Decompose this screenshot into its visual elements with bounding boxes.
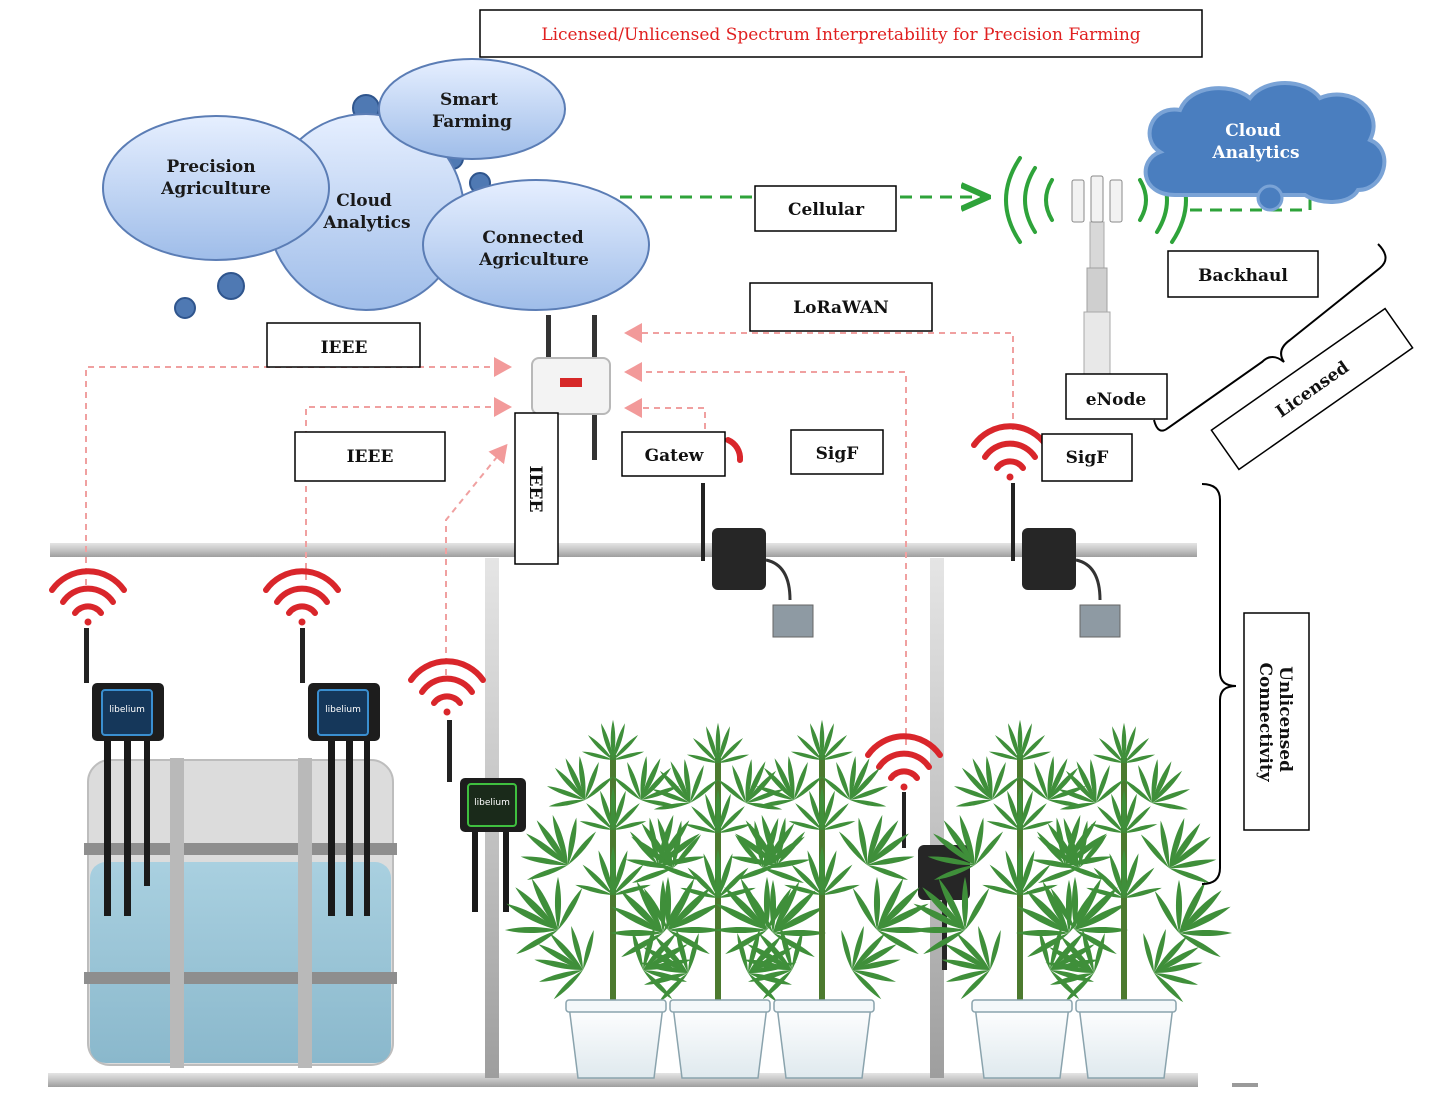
plant-sensor-node bbox=[902, 792, 970, 970]
precision-agriculture-label: Precision Agriculture bbox=[160, 157, 271, 199]
svg-text:Backhaul: Backhaul bbox=[1198, 266, 1288, 286]
thought-cloud bbox=[102, 58, 650, 319]
lorawan-box: LoRaWAN bbox=[749, 282, 933, 332]
bubble-smart-farming bbox=[378, 58, 566, 160]
licensed-brace bbox=[1153, 243, 1387, 432]
ieee-box-mid: IEEE bbox=[294, 431, 446, 482]
cell-tower bbox=[1071, 175, 1123, 403]
svg-text:Cellular: Cellular bbox=[788, 200, 865, 220]
floor-rail-end bbox=[1232, 1083, 1258, 1087]
svg-text:IEEE: IEEE bbox=[525, 466, 545, 513]
cloud-analytics-label: Cloud Analytics bbox=[322, 191, 410, 233]
svg-text:SigF: SigF bbox=[816, 444, 859, 464]
svg-text:Unlicensed Connectivity: Unlicensed Connectivity bbox=[1255, 662, 1295, 782]
licensed-box: Licensed bbox=[1210, 307, 1414, 471]
sigfox-node-left bbox=[701, 483, 814, 638]
svg-text:IEEE: IEEE bbox=[321, 338, 368, 358]
svg-text:eNode: eNode bbox=[1086, 390, 1147, 410]
wifi-icon bbox=[868, 736, 940, 790]
sensor-node-column: libelium bbox=[447, 720, 526, 912]
water-tank bbox=[84, 758, 397, 1068]
wifi-icon bbox=[52, 571, 124, 625]
support-column-right bbox=[930, 558, 944, 1078]
bubble-precision-agriculture bbox=[102, 115, 330, 261]
remote-cloud-label: Cloud Analytics bbox=[1211, 121, 1299, 163]
svg-text:LoRaWAN: LoRaWAN bbox=[793, 298, 889, 318]
wifi-partial-icon bbox=[725, 437, 744, 463]
backhaul-box: Backhaul bbox=[1167, 250, 1319, 298]
sensor-node-tank-right: libelium bbox=[300, 628, 380, 916]
wifi-icon bbox=[266, 571, 338, 625]
backhaul-link bbox=[1190, 195, 1312, 212]
sensor-node-tank-left: libelium bbox=[84, 628, 164, 916]
svg-text:IEEE: IEEE bbox=[347, 447, 394, 467]
unlicensed-brace bbox=[1201, 483, 1237, 885]
ieee-box-vertical: IEEE bbox=[514, 412, 559, 565]
overhead-pipe bbox=[50, 543, 1197, 557]
enode-box: eNode bbox=[1065, 373, 1168, 420]
lora-links bbox=[624, 323, 1014, 745]
svg-text:libelium: libelium bbox=[109, 705, 145, 715]
svg-text:libelium: libelium bbox=[474, 798, 510, 808]
svg-text:libelium: libelium bbox=[325, 705, 361, 715]
sigf-box-right: SigF bbox=[1041, 433, 1133, 482]
diagram-title-box: Licensed/Unlicensed Spectrum Interpretab… bbox=[479, 9, 1203, 58]
svg-text:Gatew: Gatew bbox=[645, 446, 704, 466]
floor-rail bbox=[48, 1073, 1198, 1087]
wifi-icon bbox=[974, 426, 1046, 480]
sigfox-node-right bbox=[1011, 483, 1121, 638]
connected-agriculture-label: Connected Agriculture bbox=[478, 228, 589, 270]
smart-farming-label: Smart Farming bbox=[432, 90, 512, 132]
remote-cloud-icon bbox=[1143, 81, 1387, 212]
ieee-links bbox=[85, 357, 512, 675]
plants bbox=[482, 720, 1255, 1079]
unlicensed-box: Unlicensed Connectivity bbox=[1243, 612, 1310, 831]
bubble-connected-agriculture bbox=[422, 179, 650, 311]
svg-text:SigF: SigF bbox=[1066, 448, 1109, 468]
ieee-box-top: IEEE bbox=[266, 322, 421, 368]
cellular-box: Cellular bbox=[754, 185, 897, 232]
diagram-title: Licensed/Unlicensed Spectrum Interpretab… bbox=[541, 25, 1140, 45]
gateway-box: Gatew bbox=[621, 431, 726, 477]
sigf-box-left: SigF bbox=[790, 429, 884, 475]
